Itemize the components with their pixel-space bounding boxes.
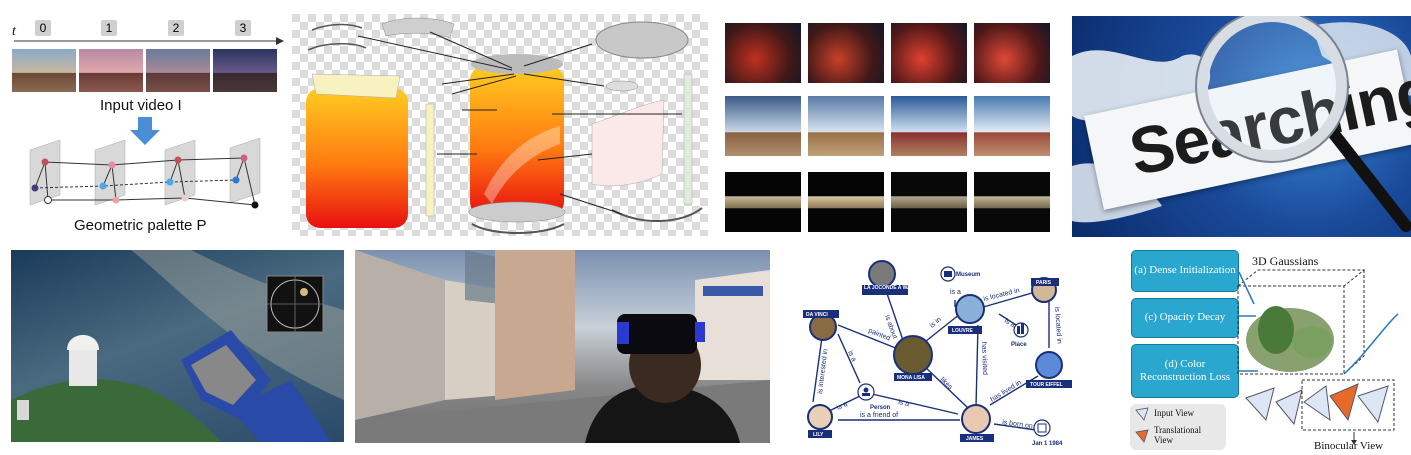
searching-image: Searching... [1072,16,1411,237]
grid-image-3-2 [808,172,884,232]
node-label-museum: Museum [956,272,980,278]
node-label-da-vinci: DA VINCI [806,312,828,318]
grid-image-3-1 [725,172,801,232]
timeline-arrow [14,37,284,45]
node-label-tour-eiffel: TOUR EIFFEL [1030,382,1063,388]
knowledge-graph: is about is a is located in painted is i… [780,252,1123,452]
image-grid-figure [720,18,1058,236]
vr-headset-image [355,250,770,443]
gaussians-title: 3D Gaussians [1252,254,1319,268]
node-label-james: JAMES [966,436,984,442]
can-layers-illustration [292,14,708,236]
node-label-paris: PARIS [1036,280,1052,286]
node-label-place: Place [1011,342,1027,348]
video-frame-1 [79,49,143,92]
node-label-joconde: LA JOCONDE A WASHINGTON [864,285,937,291]
legend-translational-view: Translational View [1154,425,1202,445]
time-step-3: 3 [235,20,251,36]
node-lily [807,404,833,430]
edge-label-is-a-friend-of: is a friend of [860,412,898,419]
grid-image-2-3 [891,96,967,156]
grid-image-1-4 [974,23,1050,83]
kg-nodes: LA JOCONDE A WASHINGTON DA VINCI MONA LI… [803,260,1072,447]
palette-label: Geometric palette P [74,217,207,234]
grid-image-1-1 [725,23,801,83]
node-label-mona-lisa: MONA LISA [897,375,925,381]
edge-label-is-a-place: is a [1003,318,1016,330]
node-label-person: Person [870,405,891,411]
node-label-date: Jan 1 1984 [1032,441,1063,447]
grid-image-1-2 [808,23,884,83]
edge-label-is-a-lily: is a [836,401,849,412]
input-view-icon [1135,407,1149,421]
grid-image-2-1 [725,96,801,156]
magnifier-icon [1195,16,1411,232]
grid-image-3-4 [974,172,1050,232]
palette-diagram [29,137,261,209]
dense-initialization-box: (a) Dense Initialization [1131,250,1239,292]
node-label-louvre: LOUVRE [952,328,974,334]
telescope-scene [11,250,344,442]
edge-label-is-a-museum: is a [950,289,961,296]
translational-view-icon [1135,429,1149,443]
kg-edge-labels: is about is a is located in painted is i… [817,287,1063,430]
node-mona-lisa [893,335,933,375]
edge-label-is-a-dv: is a [846,350,857,363]
video-frame-3 [213,49,277,92]
edge-label-is-born-on: is born on [1002,419,1034,430]
gaussian-pipeline-figure: (a) Dense Initialization (c) Opacity Dec… [1126,244,1411,455]
edge-label-is-located-in-2: is located in [1053,307,1063,344]
edge-label-has-visited: has visited [980,342,988,375]
time-symbol: t [12,24,16,39]
time-step-0: 0 [35,20,51,36]
node-joconde [868,260,896,288]
node-louvre [955,294,985,324]
video-label: Input video I [100,97,182,114]
layer-decomposition-figure [292,14,708,236]
legend-input-view: Input View [1154,408,1195,418]
telescope-image [11,250,344,442]
time-step-2: 2 [168,20,184,36]
vr-scene [355,250,770,443]
grid-image-2-2 [808,96,884,156]
video-frame-0 [12,49,76,92]
grid-image-1-3 [891,23,967,83]
node-tour-eiffel [1035,351,1063,379]
calendar-icon [1033,419,1051,437]
grid-image-2-4 [974,96,1050,156]
video-frame-2 [146,49,210,92]
down-arrow-icon [130,117,160,145]
node-james [961,404,991,434]
time-step-1: 1 [101,20,117,36]
gaussian-diagram [1130,269,1399,450]
grid-image-3-3 [891,172,967,232]
palette-figure: t 0 1 2 3 Input video I [0,0,285,240]
edge-label-is-a-james: is a [898,399,910,408]
color-reconstruction-box: (d) Color Reconstruction Loss [1131,344,1239,398]
node-label-lily: LILY [813,432,824,438]
binocular-view-label: Binocular View [1314,440,1384,452]
